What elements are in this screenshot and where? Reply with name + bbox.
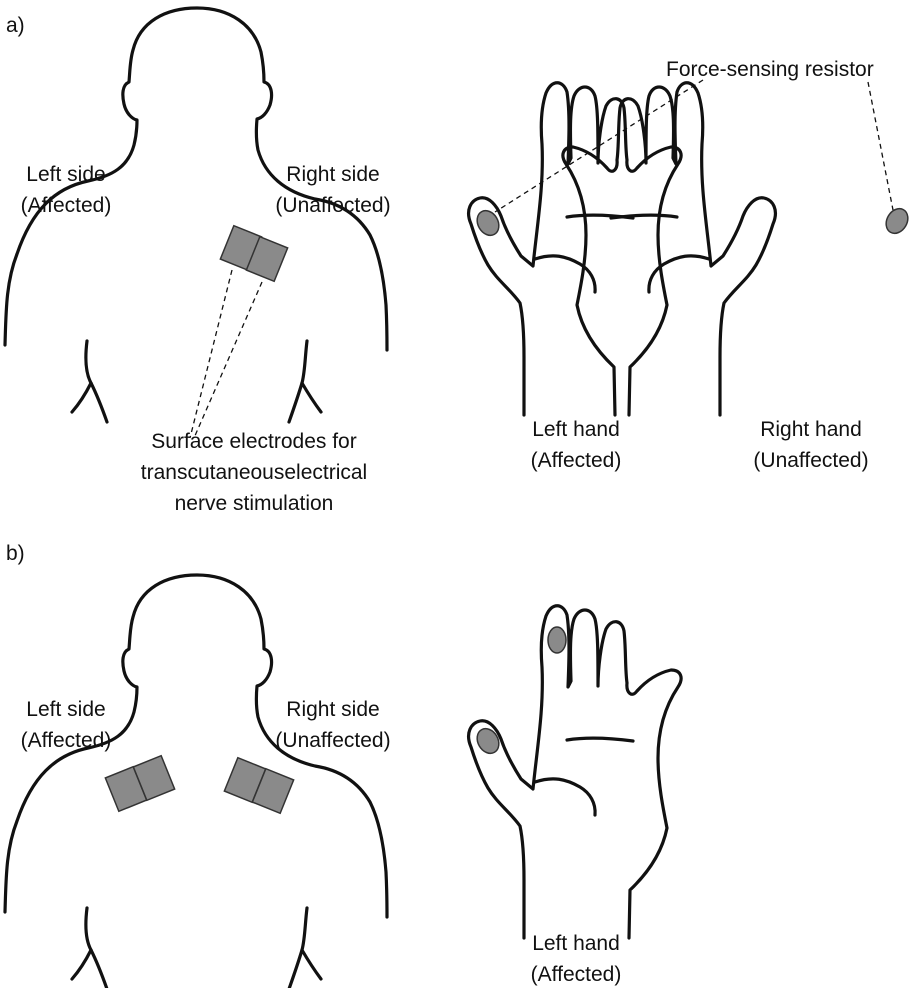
hand-label-right: Right hand [760, 418, 862, 441]
left-hand-outline [469, 606, 681, 938]
electrode-caption: nerve stimulation [175, 492, 334, 515]
side-label-right: Right side [286, 698, 379, 721]
panel-label-a: a) [6, 14, 25, 37]
panel-a: a) Left side (Affected) Right side (Unaf… [5, 8, 909, 515]
panel-label-b: b) [6, 542, 25, 565]
right-hand-outline [563, 83, 775, 415]
leader-line [868, 82, 893, 210]
hand-label-left: (Affected) [531, 449, 622, 472]
leader-line [190, 270, 232, 438]
hand-label-left: Left hand [532, 418, 620, 441]
hand-label-left: Left hand [532, 932, 620, 955]
leader-line [194, 282, 262, 438]
hand-label-left: (Affected) [531, 963, 622, 986]
side-label-right: (Unaffected) [275, 729, 390, 752]
side-label-right: Right side [286, 163, 379, 186]
torso-outline [5, 575, 387, 988]
hand-label-right: (Unaffected) [753, 449, 868, 472]
force-sensor [548, 627, 566, 653]
side-label-left: Left side [26, 163, 105, 186]
sensor-caption: Force-sensing resistor [666, 58, 874, 81]
side-label-left: (Affected) [21, 194, 112, 217]
side-label-left: (Affected) [21, 729, 112, 752]
side-label-left: Left side [26, 698, 105, 721]
force-sensor [473, 725, 503, 758]
electrode-pair-left [105, 756, 174, 812]
left-hand-outline [469, 83, 681, 415]
electrode-pair-right [224, 758, 293, 814]
electrode-caption: Surface electrodes for [151, 430, 356, 453]
electrode-pair [220, 226, 287, 282]
panel-b: b) Left side (Affected) Right side (Unaf… [5, 542, 681, 988]
force-sensor [882, 205, 909, 238]
electrode-caption: transcutaneouselectrical [141, 461, 367, 484]
side-label-right: (Unaffected) [275, 194, 390, 217]
